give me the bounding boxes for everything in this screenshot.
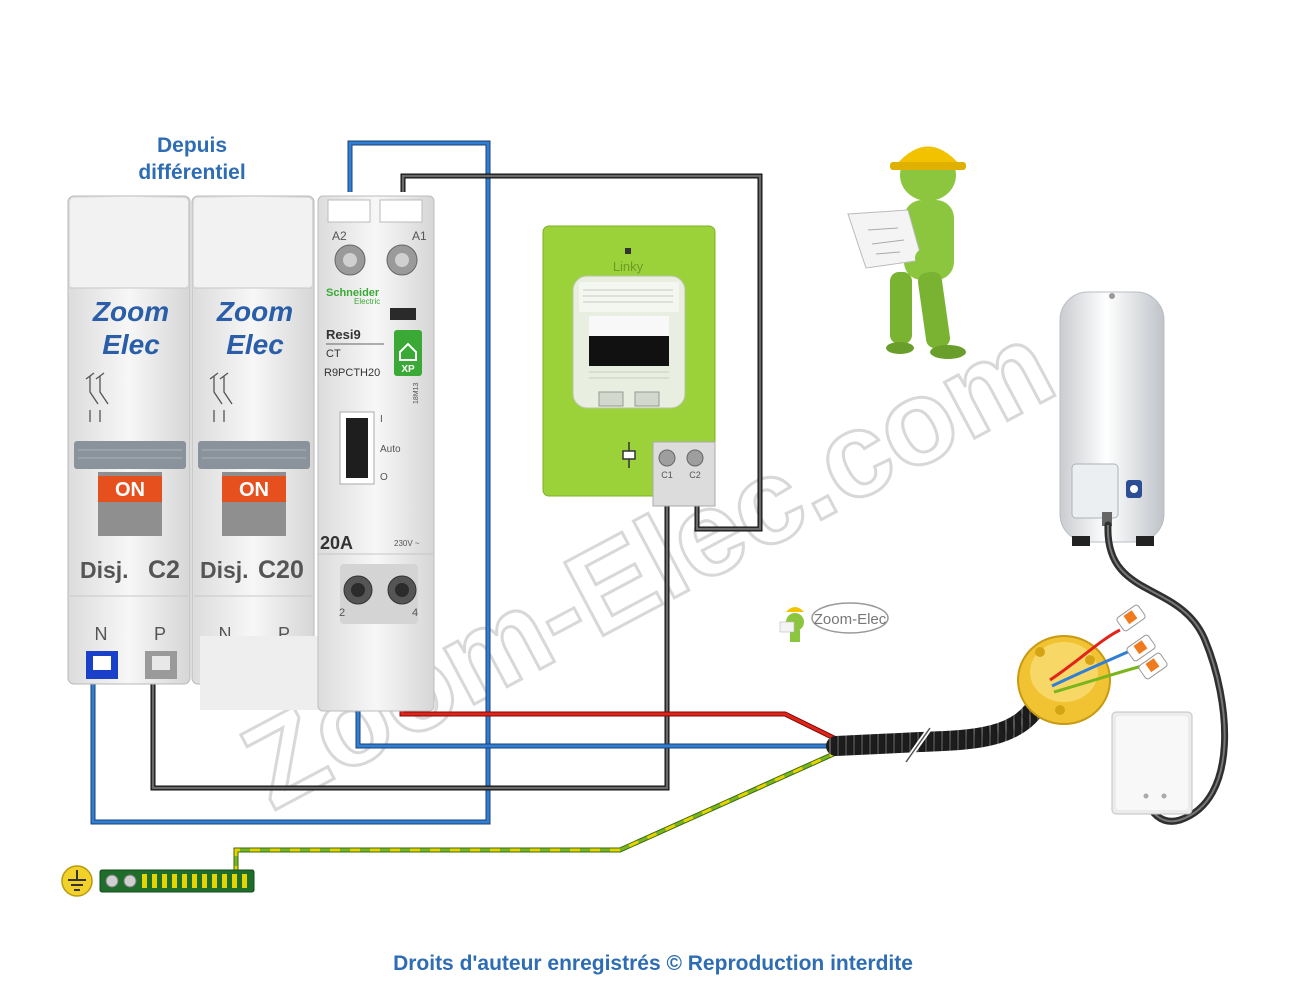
breaker-2: Zoom Elec ON Disj. C20 N P [191, 195, 315, 685]
fuse-icon [622, 442, 636, 468]
worker-figure-icon [847, 146, 966, 359]
breaker-1-rating: C2 [148, 556, 180, 584]
breaker-1-handle[interactable] [74, 441, 186, 469]
contactor-series: Resi9 [326, 327, 361, 342]
breaker-1-terminal-p: P [154, 624, 166, 644]
out-2-label: 2 [339, 607, 345, 619]
breaker-2-brand-line1: Zoom [216, 296, 293, 327]
breaker-1-status [98, 476, 162, 502]
breaker-2-state: ON [239, 479, 269, 501]
earth-terminal-screw[interactable] [105, 874, 119, 888]
breaker-1-type: Disj. [80, 557, 129, 583]
terminal-c1[interactable] [658, 449, 676, 467]
outlet-plate-icon [1111, 711, 1193, 815]
junction-box-icon [1017, 604, 1168, 725]
meter-button-minus[interactable] [598, 391, 624, 407]
contactor-voltage: 230V ~ [394, 539, 420, 548]
source-label-line2: différentiel [138, 161, 245, 184]
earth-bar [61, 865, 255, 897]
breaker-2-handle[interactable] [198, 441, 310, 469]
contactor-brand-sub: Electric [354, 297, 380, 306]
corrugated-conduit [826, 690, 1050, 756]
breaker-1-terminal-n: N [95, 624, 108, 644]
source-label: Depuis différentiel [138, 134, 245, 184]
logo-text: Zoom-Elec [814, 611, 887, 628]
breaker-1-state: ON [115, 479, 145, 501]
coil-a1-label: A1 [412, 229, 427, 243]
contactor-side-code: 18M13 [413, 382, 420, 404]
water-heater-icon [1059, 291, 1165, 546]
terminal-c2-label: C2 [689, 470, 701, 480]
contactor-brand: Schneider [326, 287, 380, 299]
contactor-range: XP [401, 364, 415, 375]
breaker-1-brand-line2: Elec [102, 329, 160, 360]
meter-button-plus[interactable] [634, 391, 660, 407]
switch-pos-1: I [380, 414, 383, 425]
meter-brand: Linky [613, 259, 644, 274]
earth-terminal-screw[interactable] [123, 874, 137, 888]
copyright-notice: Droits d'auteur enregistrés © Reproducti… [393, 952, 913, 975]
breaker-2-rating: C20 [258, 556, 304, 584]
linky-meter: Linky C1 C2 [542, 225, 716, 507]
source-label-line1: Depuis [157, 134, 227, 157]
out-4-label: 4 [412, 607, 418, 619]
breaker-2-brand-line2: Elec [226, 329, 284, 360]
meter-display [589, 336, 669, 366]
coil-a2-label: A2 [332, 229, 347, 243]
terminal-c2[interactable] [686, 449, 704, 467]
breaker-symbol-icon [209, 372, 233, 422]
plan-icon [847, 209, 923, 269]
switch-pos-3: O [380, 472, 388, 483]
contactor-kind: CT [326, 348, 341, 360]
contactor-reference: R9PCTH20 [324, 367, 380, 379]
breaker-2-status [222, 476, 286, 502]
breaker-1-brand-line1: Zoom [92, 296, 169, 327]
switch-pos-2: Auto [380, 444, 401, 455]
zoom-elec-logo-icon: Zoom-Elec [779, 602, 889, 642]
breaker-symbol-icon [85, 372, 109, 422]
contactor-rating: 20A [320, 533, 353, 553]
breaker-1: Zoom Elec ON Disj. C2 N P [67, 195, 191, 685]
contactor: A2 A1 Schneider Electric Resi9 CT R9PCTH… [200, 195, 435, 712]
home-icon [394, 330, 422, 376]
breaker-2-type: Disj. [200, 557, 249, 583]
terminal-c1-label: C1 [661, 470, 673, 480]
